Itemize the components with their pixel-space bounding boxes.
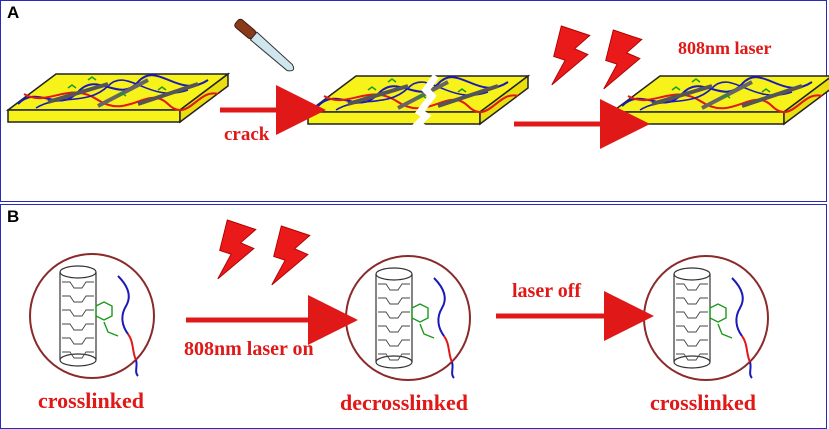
lightning-icon — [271, 225, 311, 286]
nanotube-decrosslinked-circle — [345, 255, 471, 381]
state-crosslinked-final-label: crosslinked — [650, 390, 756, 415]
lightning-icon — [603, 29, 643, 90]
knife-icon — [234, 18, 295, 72]
nanotube-crosslinked-circle — [29, 253, 155, 379]
lightning-icon — [551, 25, 591, 86]
nanotube-recrosslinked-circle — [643, 255, 769, 381]
panel-b-letter: B — [7, 207, 20, 226]
film-healed — [610, 74, 829, 126]
film-intact — [6, 72, 230, 124]
panel-a-letter: A — [7, 3, 20, 22]
panel-a: A — [0, 0, 827, 202]
laser-on-label: 808nm laser on — [184, 338, 314, 360]
state-crosslinked-label: crosslinked — [38, 388, 144, 413]
laser-label: 808nm laser — [678, 38, 772, 58]
crack-label: crack — [224, 124, 270, 145]
lightning-icon — [217, 219, 257, 280]
film-cracked — [306, 73, 530, 142]
state-decrosslinked-label: decrosslinked — [340, 390, 468, 415]
laser-off-label: laser off — [512, 280, 582, 302]
